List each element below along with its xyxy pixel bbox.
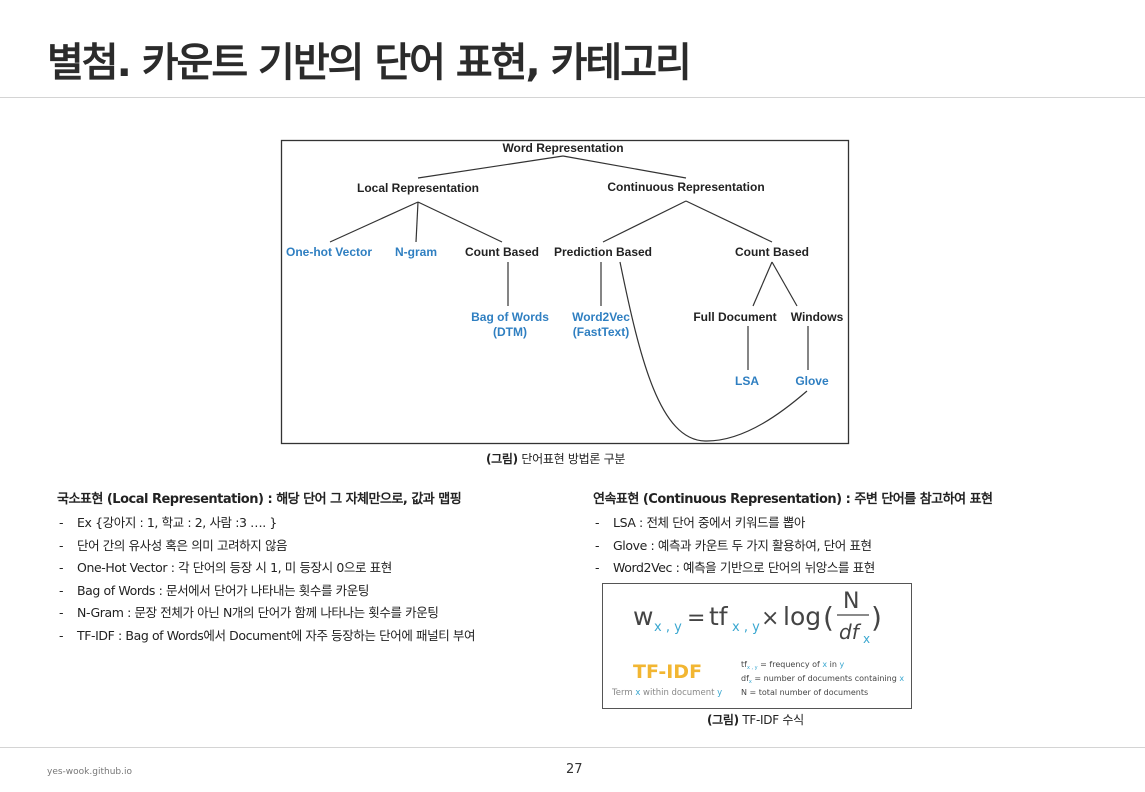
list-item: Glove : 예측과 카운트 두 가지 활용하여, 단어 표현 — [593, 535, 993, 558]
node-n-gram: N-gram — [395, 245, 437, 259]
caption-text: 단어표현 방법론 구분 — [521, 452, 626, 466]
list-item: Word2Vec : 예측을 기반으로 단어의 뉘앙스를 표현 — [593, 557, 993, 580]
formula-numerator: N — [843, 589, 859, 614]
node-word-representation: Word Representation — [502, 141, 623, 155]
glove-link-curve — [619, 261, 808, 442]
tfidf-formula-svg: w x , y = tf x , y × log ( N df x ) TF-I… — [611, 589, 904, 698]
node-local-representation: Local Representation — [357, 181, 479, 195]
list-item: LSA : 전체 단어 중에서 키워드를 뽑아 — [593, 512, 993, 535]
list-item: One-Hot Vector : 각 단어의 등장 시 1, 미 등장시 0으로… — [57, 557, 475, 580]
node-count-based-continuous: Count Based — [735, 245, 809, 259]
tfidf-term-description: Term x within document y — [611, 688, 722, 698]
list-item: N-Gram : 문장 전체가 아닌 N개의 단어가 함께 나타나는 횟수를 카… — [57, 602, 475, 625]
local-representation-section: 국소표현 (Local Representation) : 해당 단어 그 자체… — [57, 488, 476, 648]
formula-caption: (그림) TF-IDF 수식 — [707, 711, 804, 728]
formula-tf: tf — [709, 602, 729, 631]
local-section-heading: 국소표현 (Local Representation) : 해당 단어 그 자체… — [57, 492, 462, 507]
list-item: Bag of Words : 문서에서 단어가 나타내는 횟수를 카운팅 — [57, 580, 475, 603]
node-prediction-based: Prediction Based — [554, 245, 652, 259]
continuous-section-list: LSA : 전체 단어 중에서 키워드를 뽑아 Glove : 예측과 카운트 … — [593, 512, 993, 580]
legend-df: dfx = number of documents containing x — [741, 674, 904, 685]
formula-times: × — [761, 606, 779, 631]
formula-close-paren: ) — [871, 601, 882, 634]
footer-url: yes-wook.github.io — [47, 767, 132, 777]
node-glove: Glove — [795, 374, 829, 388]
diagram-caption: (그림) 단어표현 방법론 구분 — [486, 450, 625, 467]
slide-title: 별첨. 카운트 기반의 단어 표현, 카테고리 — [47, 40, 692, 86]
formula-caption-text: TF-IDF 수식 — [742, 713, 804, 727]
page-number: 27 — [566, 762, 583, 777]
node-count-based-local: Count Based — [465, 245, 539, 259]
formula-open-paren: ( — [823, 601, 834, 634]
formula-equals: = — [687, 606, 705, 631]
formula-caption-prefix: (그림) — [707, 713, 739, 727]
formula-w: w — [633, 602, 653, 631]
formula-tf-subscript: x , y — [732, 620, 760, 635]
legend-tf: tfx , y = frequency of x in y — [741, 660, 844, 671]
formula-denominator-subscript: x — [863, 632, 870, 646]
node-word2vec-sub: (FastText) — [573, 325, 629, 339]
node-bag-of-words-sub: (DTM) — [493, 325, 527, 339]
formula-log: log — [783, 602, 821, 631]
node-one-hot-vector: One-hot Vector — [286, 245, 372, 259]
tree-edges — [329, 155, 809, 442]
list-item: Ex {강아지 : 1, 학교 : 2, 사람 :3 …. } — [57, 512, 475, 535]
local-section-list: Ex {강아지 : 1, 학교 : 2, 사람 :3 …. } 단어 간의 유사… — [57, 512, 476, 648]
node-full-document: Full Document — [693, 310, 776, 324]
header-divider — [0, 97, 1145, 98]
node-word2vec: Word2Vec — [572, 310, 630, 324]
list-item: 단어 간의 유사성 혹은 의미 고려하지 않음 — [57, 535, 475, 558]
caption-prefix: (그림) — [486, 452, 518, 466]
tfidf-formula-figure: w x , y = tf x , y × log ( N df x ) TF-I… — [602, 583, 912, 709]
list-item: TF-IDF : Bag of Words에서 Document에 자주 등장하… — [57, 625, 476, 648]
continuous-section-heading: 연속표현 (Continuous Representation) : 주변 단어… — [593, 492, 993, 507]
node-bag-of-words: Bag of Words — [471, 310, 549, 324]
formula-denominator: df — [839, 620, 862, 644]
continuous-representation-section: 연속표현 (Continuous Representation) : 주변 단어… — [593, 488, 993, 580]
footer-divider — [0, 747, 1145, 748]
legend-n: N = total number of documents — [741, 688, 868, 697]
node-windows: Windows — [791, 310, 844, 324]
formula-w-subscript: x , y — [654, 620, 682, 635]
diagram-frame — [280, 139, 850, 445]
node-lsa: LSA — [735, 374, 759, 388]
node-continuous-representation: Continuous Representation — [607, 180, 764, 194]
tfidf-label: TF-IDF — [633, 661, 702, 683]
